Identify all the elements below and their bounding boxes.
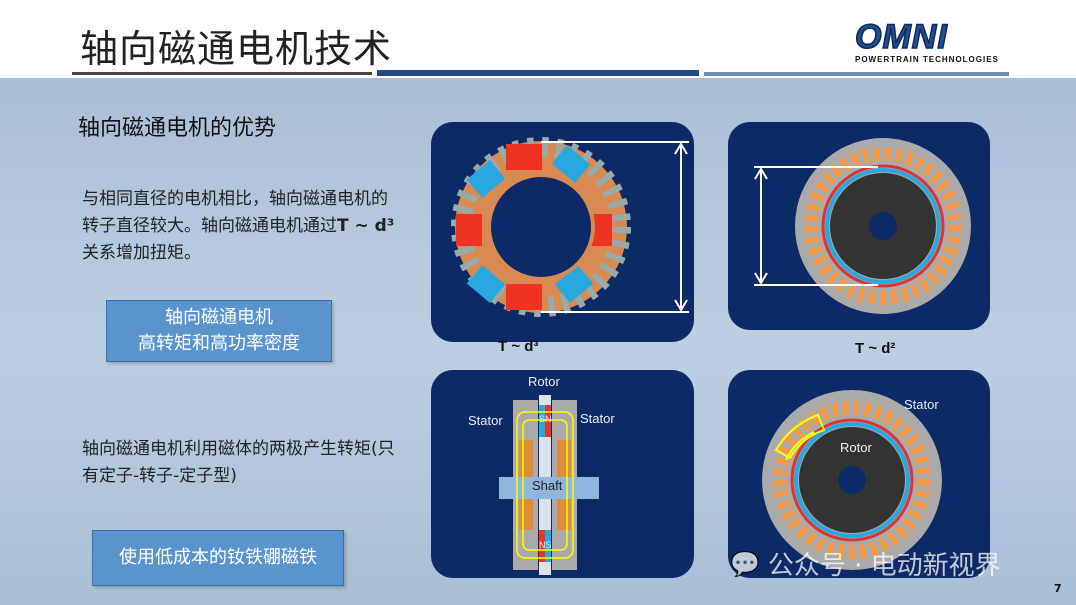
- torque-paragraph: 与相同直径的电机相比，轴向磁通电机的转子直径较大。轴向磁通电机通过T ~ d³ 关…: [82, 186, 402, 267]
- rotor-label: Rotor: [528, 374, 560, 389]
- banner-line: 高转矩和高功率密度: [138, 333, 300, 354]
- radial-section-diagram: [762, 390, 942, 570]
- stator-right-label: Stator: [580, 411, 615, 426]
- axial-torque-relation: T ~ d³: [498, 338, 539, 355]
- banner-line: 轴向磁通电机: [165, 307, 273, 328]
- poles-paragraph: 轴向磁通电机利用磁体的两极产生转矩(只有定子-转子-定子型): [82, 439, 395, 486]
- divider: [72, 72, 372, 75]
- omni-logo: OMNI POWERTRAIN TECHNOLOGIES: [854, 18, 1010, 64]
- slide-header: 轴向磁通电机技术 OMNI POWERTRAIN TECHNOLOGIES: [0, 0, 1076, 78]
- shaft-label: Shaft: [532, 478, 563, 493]
- watermark-text: 公众号 · 电动新视界: [767, 551, 1001, 581]
- divider: [377, 70, 699, 76]
- watermark: 💬 公众号 · 电动新视界: [730, 545, 1001, 582]
- radial-torque-relation: T ~ d²: [855, 340, 896, 357]
- logo-tagline: POWERTRAIN TECHNOLOGIES: [855, 55, 999, 64]
- axial-cross-section-figure: Rotor Stator Stator Shaft SN NS: [431, 370, 694, 578]
- page-number: 7: [1054, 582, 1062, 595]
- formula: T ~ d³: [337, 216, 395, 236]
- stator-label: Stator: [904, 397, 939, 412]
- pole-top-label: SN: [539, 414, 552, 424]
- radial-flux-motor-figure: [728, 122, 990, 330]
- rotor-label: Rotor: [840, 440, 872, 455]
- banner-line: 使用低成本的钕铁硼磁铁: [119, 547, 317, 568]
- axial-rotor-diagram: [451, 137, 689, 317]
- paragraph-text: 与相同直径的电机相比，轴向磁通电机的转子直径较大。轴向磁通电机通过: [82, 189, 388, 236]
- radial-motor-diagram: [754, 138, 971, 314]
- axial-section-diagram: [499, 395, 599, 575]
- paragraph-text: 关系增加扭矩。: [82, 243, 201, 263]
- stator-left-label: Stator: [468, 413, 503, 428]
- axial-flux-rotor-figure: [431, 122, 694, 342]
- divider: [704, 72, 1009, 76]
- slide-title: 轴向磁通电机技术: [80, 27, 393, 71]
- pole-bottom-label: NS: [539, 540, 552, 550]
- section-title: 轴向磁通电机的优势: [78, 116, 277, 141]
- logo-name: OMNI: [854, 18, 948, 56]
- banner-high-torque: 轴向磁通电机 高转矩和高功率密度: [106, 300, 332, 362]
- radial-cross-section-figure: Stator Rotor: [728, 370, 990, 578]
- banner-magnets: 使用低成本的钕铁硼磁铁: [92, 530, 344, 586]
- wechat-icon: 💬: [730, 549, 760, 578]
